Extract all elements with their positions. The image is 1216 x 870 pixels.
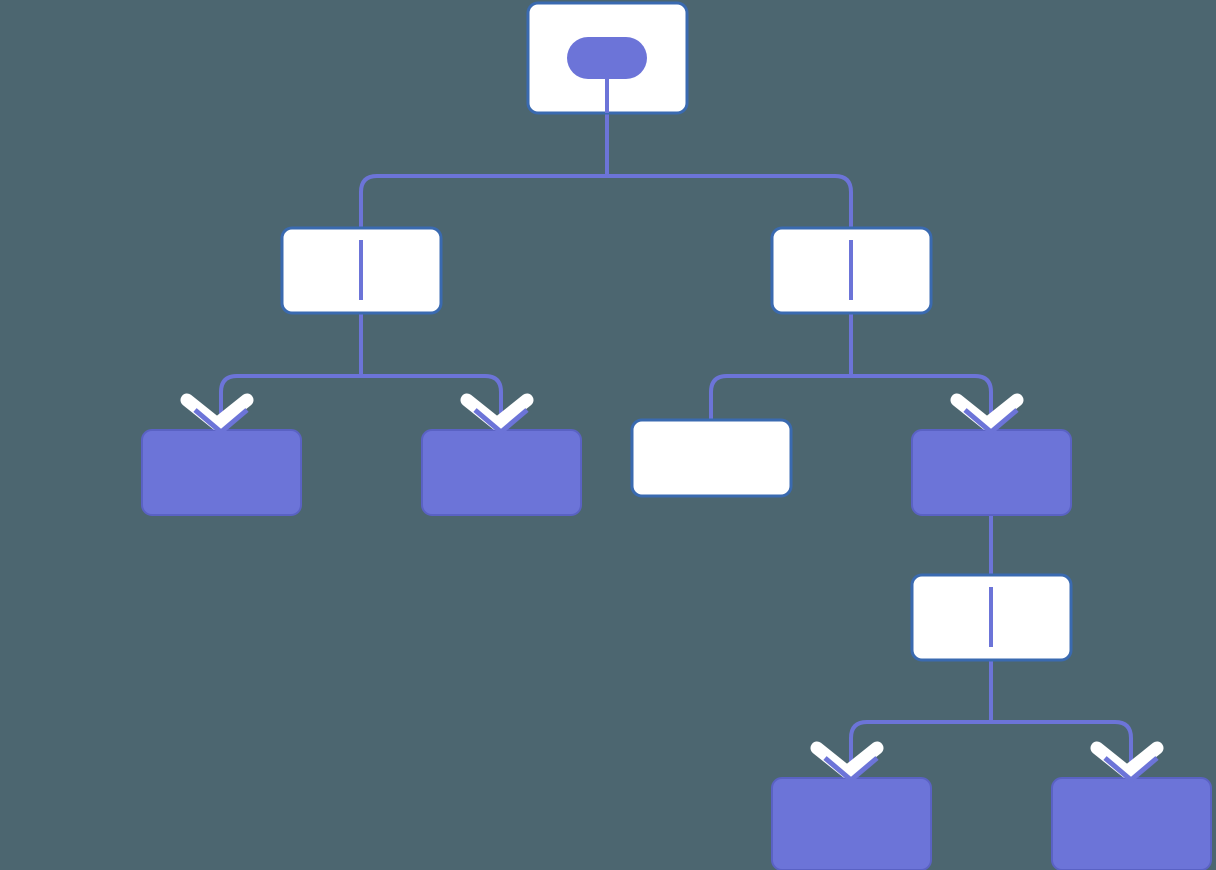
node-n7[interactable] [910, 573, 1073, 662]
arrowhead-a1 [460, 393, 534, 436]
arrowhead-chevron [473, 408, 529, 436]
nodes-layer [141, 1, 1212, 870]
node-n0[interactable] [526, 1, 689, 115]
arrowhead-shadow-chevron [1090, 741, 1164, 779]
node-box-n4[interactable] [421, 429, 582, 516]
node-n2[interactable] [770, 226, 933, 315]
arrowhead-chevron [1103, 756, 1159, 784]
arrowhead-a2 [950, 393, 1024, 436]
arrowhead-a0 [180, 393, 254, 436]
node-n5[interactable] [630, 418, 793, 498]
edge-n7-to-n8 [849, 647, 993, 780]
node-n9[interactable] [1051, 777, 1212, 870]
node-box-n6[interactable] [911, 429, 1072, 516]
node-pill-n0 [567, 37, 647, 79]
node-n1[interactable] [280, 226, 443, 315]
node-n6[interactable] [911, 429, 1072, 516]
node-n3[interactable] [141, 429, 302, 516]
arrowhead-chevron [963, 408, 1019, 436]
node-n8[interactable] [771, 777, 932, 870]
edge-n2-to-n6 [849, 300, 993, 432]
arrowhead-shadow-chevron [950, 393, 1024, 431]
edge-n7-to-n9 [989, 647, 1133, 780]
arrowheads-layer [180, 393, 1164, 784]
edges-layer [219, 113, 1133, 780]
arrowhead-a3 [810, 741, 884, 784]
arrowhead-shadow-chevron [460, 393, 534, 431]
edge-n2-to-n5 [709, 300, 853, 420]
arrowhead-shadow-chevron [180, 393, 254, 431]
node-n4[interactable] [421, 429, 582, 516]
edge-n1-to-n4 [359, 300, 503, 432]
edge-n1-to-n3 [219, 300, 363, 432]
arrowhead-chevron [823, 756, 879, 784]
edge-n0-to-n2 [605, 113, 853, 300]
node-box-n9[interactable] [1051, 777, 1212, 870]
node-box-n5[interactable] [630, 418, 793, 498]
arrowhead-shadow-chevron [810, 741, 884, 779]
arrowhead-chevron [193, 408, 249, 436]
node-box-n3[interactable] [141, 429, 302, 516]
arrowhead-a4 [1090, 741, 1164, 784]
node-box-n8[interactable] [771, 777, 932, 870]
